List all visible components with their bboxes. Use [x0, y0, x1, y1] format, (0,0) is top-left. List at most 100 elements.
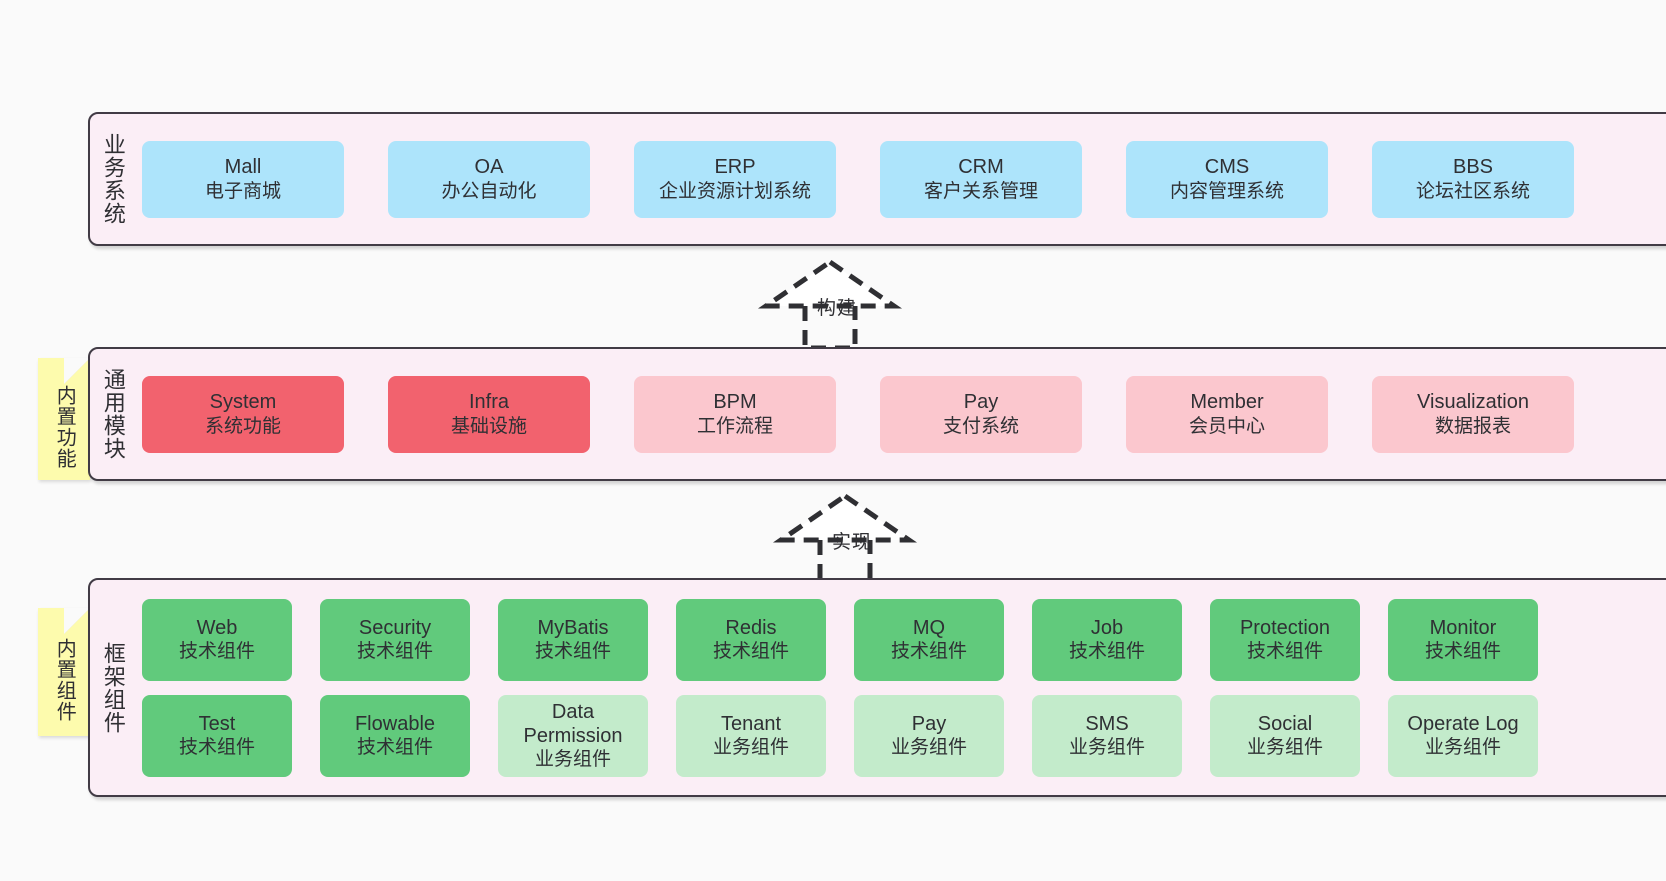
box-title: Security: [358, 616, 432, 639]
box-subtitle: 电子商城: [204, 180, 281, 202]
box-title: Social: [1257, 712, 1313, 735]
box-subtitle: 论坛社区系统: [1415, 180, 1530, 202]
box-title: Mall: [224, 156, 262, 179]
box-title: MyBatis: [537, 616, 609, 639]
box-title: Job: [1090, 616, 1124, 639]
box-subtitle: 业务组件: [1246, 737, 1323, 759]
box-subtitle: 技术组件: [890, 641, 967, 663]
implement-arrow-label: 实现: [832, 532, 873, 553]
box-subtitle: 业务组件: [534, 749, 611, 771]
box-title: Web: [196, 616, 238, 639]
box-title: Monitor: [1429, 616, 1497, 639]
box-subtitle: 支付系统: [942, 415, 1019, 437]
box-subtitle: 业务组件: [1424, 737, 1501, 759]
box-subtitle: 技术组件: [1068, 641, 1145, 663]
box-subtitle: 技术组件: [712, 641, 789, 663]
build-arrow-label: 构建: [817, 298, 858, 319]
box-subtitle: 工作流程: [696, 415, 773, 437]
box-subtitle: 技术组件: [1246, 641, 1323, 663]
note-builtin-component-label: 内置组件: [53, 638, 76, 722]
layer-business-system-label: 业务系统: [100, 133, 126, 225]
note-builtin-function: 内置功能: [38, 358, 90, 480]
box-subtitle: 内容管理系统: [1169, 180, 1284, 202]
box-title: CMS: [1204, 156, 1250, 179]
build-arrow-glyph: [757, 258, 903, 351]
box-title: CRM: [958, 156, 1004, 179]
box-title: Protection: [1239, 616, 1331, 639]
box-subtitle: 数据报表: [1434, 415, 1511, 437]
implement-arrow-glyph: [772, 492, 918, 585]
box-title: Infra: [468, 391, 510, 414]
implement-arrow: 实现: [770, 490, 920, 585]
box-subtitle: 业务组件: [890, 737, 967, 759]
box-subtitle: 基础设施: [450, 415, 527, 437]
box-subtitle: 技术组件: [356, 641, 433, 663]
box-title: BBS: [1452, 156, 1494, 179]
note-builtin-component: 内置组件: [38, 608, 90, 736]
box-title: Tenant: [720, 712, 782, 735]
box-subtitle: 技术组件: [178, 641, 255, 663]
box-title: Member: [1190, 391, 1264, 414]
box-title: BPM: [713, 391, 757, 414]
box-subtitle: 办公自动化: [441, 180, 537, 202]
box-subtitle: 技术组件: [534, 641, 611, 663]
box-title: Operate Log: [1407, 712, 1519, 735]
build-arrow: 构建: [755, 256, 905, 351]
box-subtitle: 业务组件: [712, 737, 789, 759]
box-subtitle: 会员中心: [1188, 415, 1265, 437]
box-title: Test: [198, 712, 236, 735]
box-title: Pay: [911, 712, 947, 735]
box-title: Data Permission: [523, 700, 623, 747]
box-title: SMS: [1085, 712, 1129, 735]
box-title: MQ: [912, 616, 946, 639]
box-title: System: [209, 391, 277, 414]
box-title: Pay: [963, 391, 999, 414]
box-subtitle: 业务组件: [1068, 737, 1145, 759]
box-subtitle: 技术组件: [178, 737, 255, 759]
box-title: Visualization: [1417, 391, 1529, 414]
box-subtitle: 客户关系管理: [923, 180, 1038, 202]
box-title: ERP: [714, 156, 756, 179]
box-title: OA: [474, 156, 504, 179]
box-subtitle: 技术组件: [1424, 641, 1501, 663]
box-subtitle: 系统功能: [204, 415, 281, 437]
